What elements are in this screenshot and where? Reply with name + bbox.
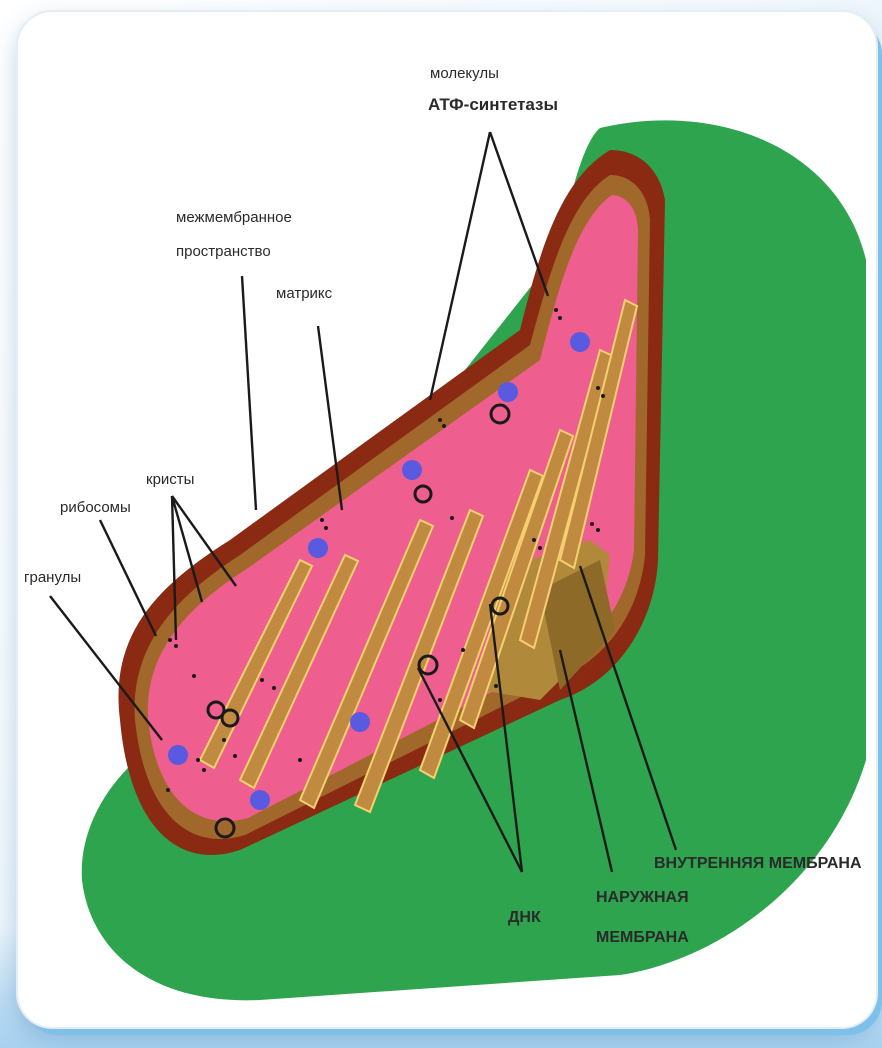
mitochondrion-diagram: молекулы АТФ-синтетазы межмембранное про… (18, 12, 876, 1027)
atp-synthase-label-line1: молекулы (430, 65, 499, 82)
granules-label: гранулы (24, 569, 81, 586)
inner-membrane-label: ВНУТРЕННЯЯ МЕМБРАНА (654, 855, 862, 872)
ribosome-dot (570, 332, 590, 352)
dna-label: ДНК (508, 909, 541, 926)
cristae-label: кристы (146, 471, 194, 488)
ribosome-dot (350, 712, 370, 732)
outer-membrane-label-line1: НАРУЖНАЯ (596, 889, 689, 906)
ribosome-dot (498, 382, 518, 402)
intermembrane-label-line2: пространство (176, 243, 271, 260)
intermembrane-label-line1: межмембранное (176, 209, 292, 226)
ribosome-dot (168, 745, 188, 765)
ribosome-dot (308, 538, 328, 558)
outer-membrane-label-line2: МЕМБРАНА (596, 929, 689, 946)
atp-synthase-label-line2: АТФ-синтетазы (428, 95, 558, 114)
ribosome-dot (402, 460, 422, 480)
ribosomes-label: рибосомы (60, 499, 131, 516)
matrix-label: матрикс (276, 285, 333, 302)
mitochondrion-diagram-card: молекулы АТФ-синтетазы межмембранное про… (18, 12, 876, 1027)
ribosome-dot (250, 790, 270, 810)
